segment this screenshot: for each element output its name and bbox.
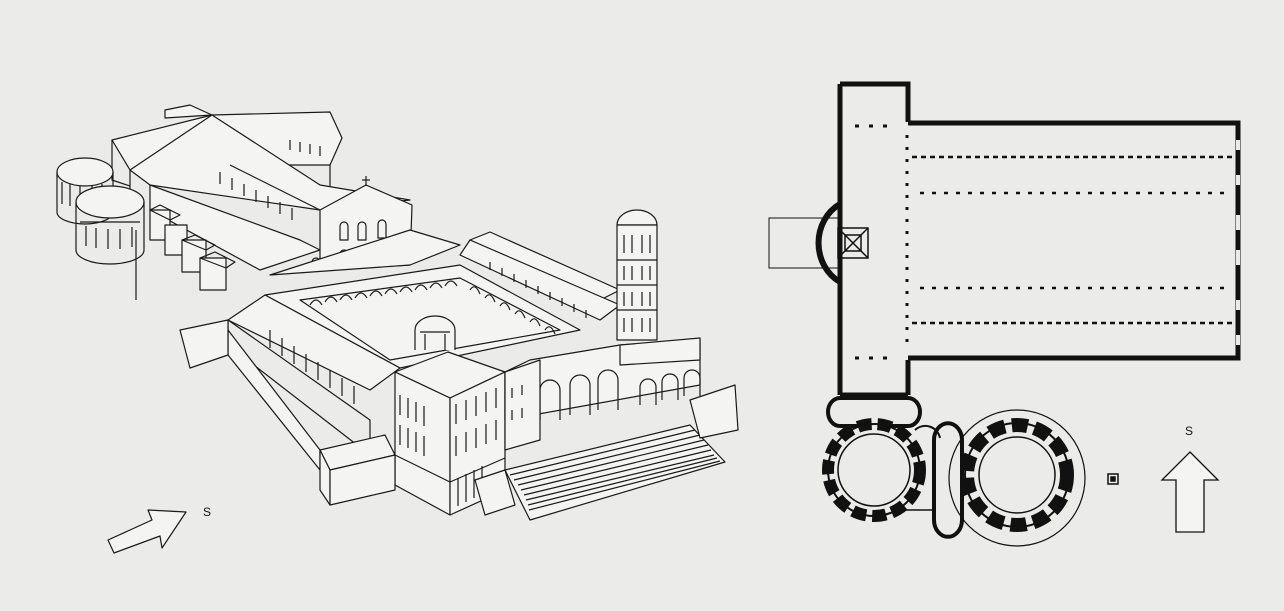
axonometric-direction-label: S [203, 505, 211, 519]
apse-wall [815, 201, 842, 285]
front-palace [394, 351, 506, 516]
middle-front [504, 337, 701, 451]
arrow-up-icon [1160, 451, 1220, 533]
nave-roof [129, 114, 411, 271]
altar-canopy [837, 227, 869, 259]
nave-walls [908, 120, 1241, 361]
front-stairs [504, 384, 739, 521]
right-rotunda [948, 409, 1086, 547]
side-chapels [149, 204, 236, 291]
arrow-right-icon [107, 509, 187, 554]
isolated-pier [1107, 473, 1119, 485]
plan-direction-label: S [1185, 424, 1193, 438]
apse-annex [768, 217, 840, 269]
transept-walls [837, 81, 911, 398]
left-rotunda [822, 418, 926, 522]
lower-lobes [826, 396, 922, 428]
rotunda-connector [905, 421, 964, 539]
left-front-building [319, 434, 516, 516]
basilica-facade [269, 176, 461, 276]
atrium-cloister [264, 264, 581, 369]
nave-colonnades [912, 155, 1234, 325]
floor-plan [768, 81, 1241, 547]
axonometric-view [56, 104, 739, 554]
bell-tower [616, 209, 658, 341]
left-portico [179, 294, 401, 471]
transept-piers [855, 124, 909, 360]
apse-rotundas [56, 157, 145, 300]
